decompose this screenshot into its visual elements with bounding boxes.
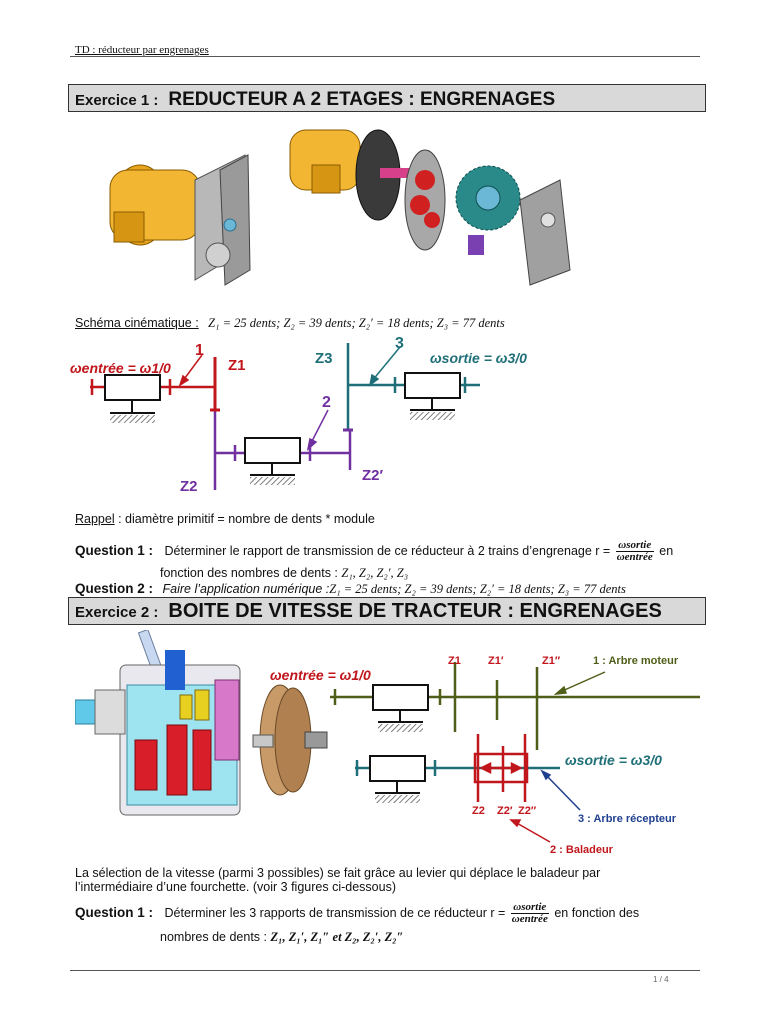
leader-baladeur xyxy=(509,819,551,843)
rappel-label: Rappel xyxy=(75,512,115,526)
gearbox-rendering xyxy=(75,630,328,816)
exercise2-title: BOITE DE VITESSE DE TRACTEUR : ENGRENAGE… xyxy=(168,600,662,622)
reducer-renderings xyxy=(109,129,571,286)
label2-z1: Z1 xyxy=(448,655,461,667)
kinematic-diagram-ex2: ωentrée = ω1/0 Z1 Z1′ Z1″ 1 : Arbre mote… xyxy=(270,655,700,856)
selection-line1: La sélection de la vitesse (parmi 3 poss… xyxy=(75,866,601,880)
assembled-reducer-image xyxy=(109,154,251,286)
exercise2-label: Exercice 2 : xyxy=(75,604,159,621)
label-baladeur: 2 : Baladeur xyxy=(550,844,614,856)
label-arbre-recepteur: 3 : Arbre récepteur xyxy=(578,813,677,825)
ex1-q2-math: Z₁ = 25 dents; Z₂ = 39 dents; Z₂′ = 18 d… xyxy=(329,582,626,596)
kinematic-diagram-ex1: ωentrée = ω1/0 1 Z1 Z3 3 ωsortie = ω3/0 … xyxy=(70,335,527,495)
bearing-shaft3 xyxy=(404,372,461,411)
label2-z2pp: Z2″ xyxy=(518,805,537,817)
leader-1 xyxy=(178,354,203,387)
label2-z1p: Z1′ xyxy=(488,655,504,667)
leader-arbre-moteur xyxy=(553,671,606,695)
omega-sortie-label-2: ωsortie = ω3/0 xyxy=(565,752,662,768)
ground-2 xyxy=(250,477,295,485)
schema-values: Z₁ = 25 dents; Z₂ = 39 dents; Z₂′ = 18 d… xyxy=(208,316,505,330)
bearing-shaft1 xyxy=(104,374,161,414)
ground-3 xyxy=(410,412,455,420)
leader-arbre-recepteur xyxy=(540,769,581,811)
label2-z2p: Z2′ xyxy=(497,805,513,817)
ground-motor xyxy=(378,724,423,732)
label-z3: Z3 xyxy=(315,350,333,367)
document-header: TD : réducteur par engrenages xyxy=(75,44,209,56)
page-number: 1 / 4 xyxy=(653,975,669,984)
ex1-q1-line2: fonction des nombres de dents : xyxy=(160,566,338,580)
bearing-motor xyxy=(372,684,429,723)
header-rule xyxy=(70,56,700,57)
schema-label: Schéma cinématique : xyxy=(75,316,199,330)
ex1-q1-label: Question 1 : xyxy=(75,542,154,558)
ex2-q1-label: Question 1 : xyxy=(75,904,154,920)
leader-3 xyxy=(368,346,401,387)
bearing-shaft2 xyxy=(244,437,301,476)
label-n3: 3 xyxy=(395,335,404,352)
label2-z2: Z2 xyxy=(472,805,485,817)
label-n1: 1 xyxy=(195,342,204,359)
ground-1 xyxy=(110,415,155,423)
ex2-q1-tail: en fonction des xyxy=(554,905,640,920)
label2-z1pp: Z1″ xyxy=(542,655,561,667)
ex1-q1-text: Déterminer le rapport de transmission de… xyxy=(164,543,611,558)
ex2-q1-line2-math: Z₁, Z₁′, Z₁″ et Z₂, Z₂′, Z₂″ xyxy=(270,930,404,944)
label-z2p: Z2′ xyxy=(362,467,384,484)
exercise1-title: REDUCTEUR A 2 ETAGES : ENGRENAGES xyxy=(168,89,556,110)
ex2-q1-line2: nombres de dents : xyxy=(160,930,268,944)
ground-receiver xyxy=(375,795,420,803)
ex1-q1-tail: en xyxy=(659,543,674,558)
rappel-text: : diamètre primitif = nombre de dents * … xyxy=(114,512,375,526)
label-z2: Z2 xyxy=(180,478,198,495)
label-z1: Z1 xyxy=(228,357,246,374)
label-arbre-moteur: 1 : Arbre moteur xyxy=(593,655,679,667)
exploded-reducer-image xyxy=(289,129,571,286)
footer-rule xyxy=(70,970,700,971)
exercise2-banner: Exercice 2 : BOITE DE VITESSE DE TRACTEUR… xyxy=(68,597,706,625)
bearing-receiver xyxy=(369,755,426,794)
baladeur-red xyxy=(473,734,529,802)
ex1-q2-text: Faire l’application numérique : xyxy=(162,582,330,596)
ex1-q2-label: Question 2 : xyxy=(75,581,154,596)
omega-sortie-label-1: ωsortie = ω3/0 xyxy=(430,350,527,366)
omega-entree-label-1: ωentrée = ω1/0 xyxy=(70,360,171,376)
omega-entree-label-2: ωentrée = ω1/0 xyxy=(270,667,371,683)
ex1-q1-line2-math: Z₁, Z₂, Z₂′, Z₃ xyxy=(341,566,409,580)
selection-line2: l’intermédiaire d’une fourchette. (voir … xyxy=(75,880,396,894)
label-n2: 2 xyxy=(322,394,331,411)
leader-2 xyxy=(306,409,329,452)
exercise1-banner: Exercice 1 : REDUCTEUR A 2 ETAGES : ENGRE… xyxy=(68,84,706,112)
exercise1-label: Exercice 1 : xyxy=(75,92,159,109)
ex2-q1-text: Déterminer les 3 rapports de transmissio… xyxy=(164,905,506,920)
